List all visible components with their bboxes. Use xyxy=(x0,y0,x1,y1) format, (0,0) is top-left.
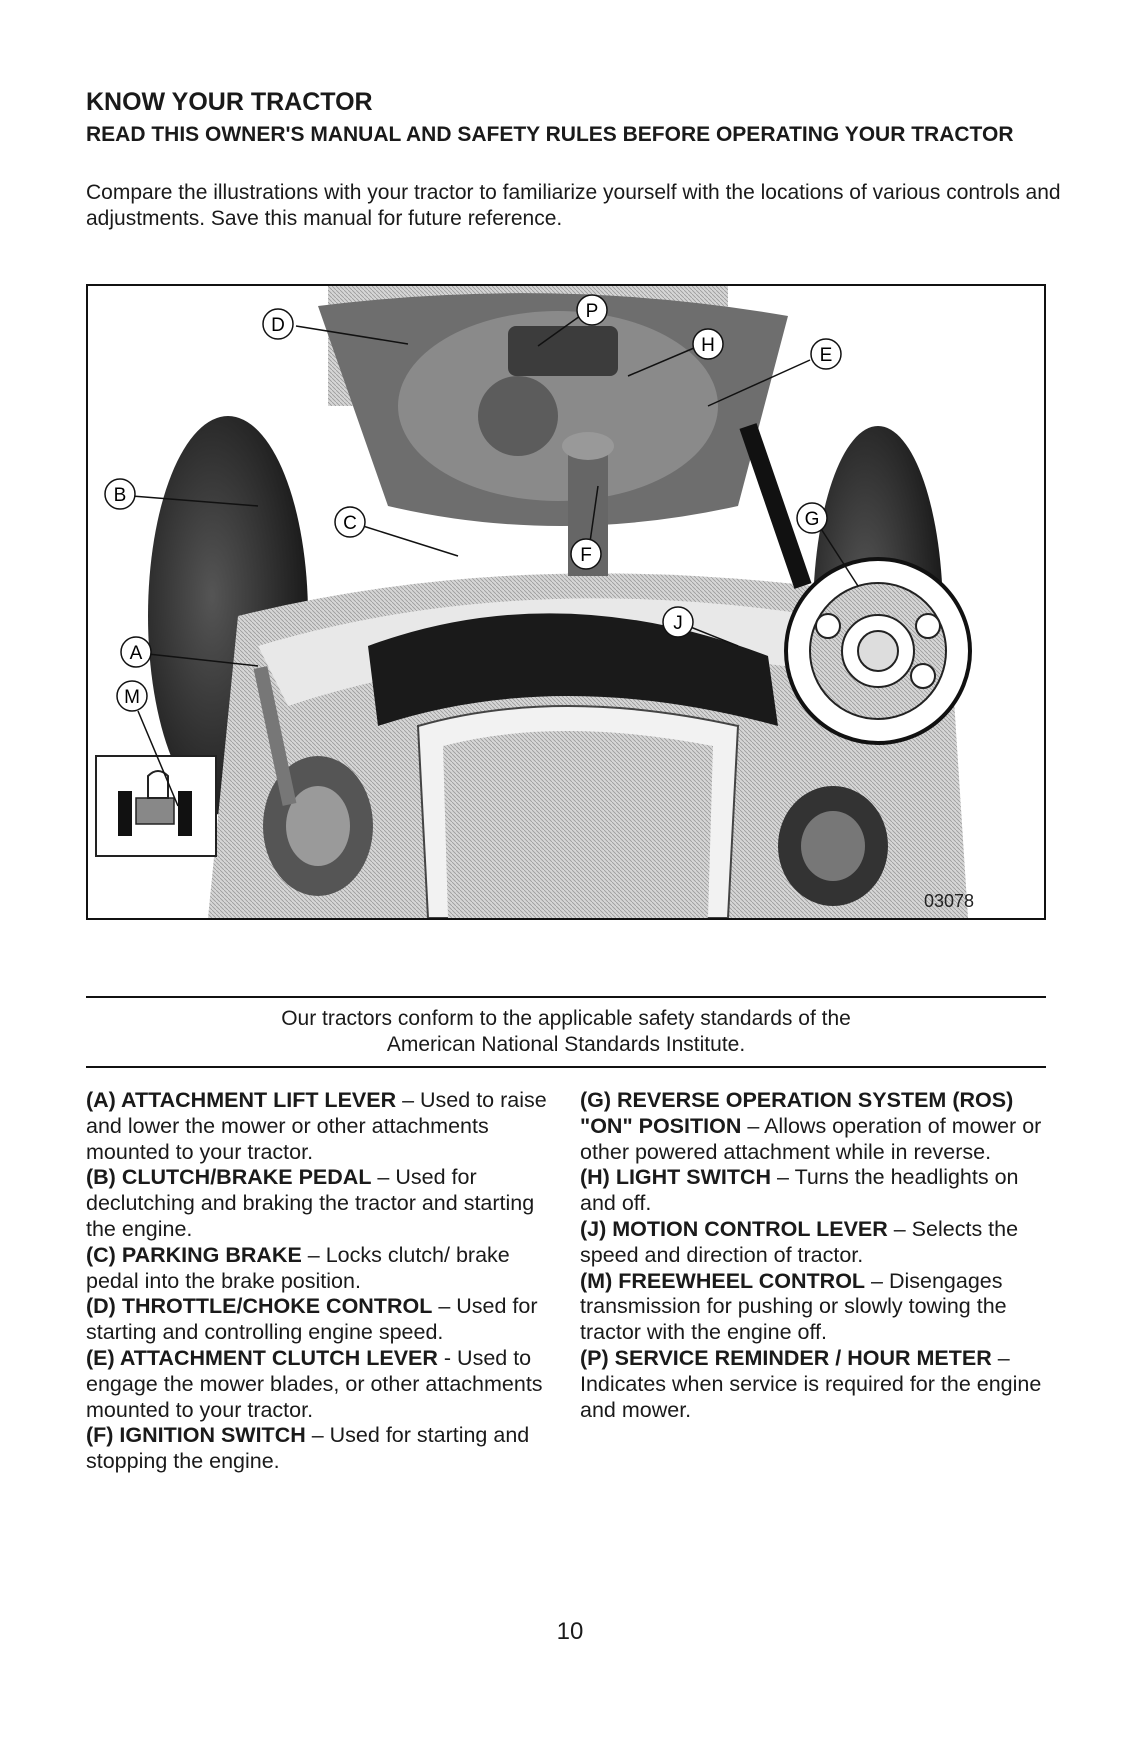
page-number: 10 xyxy=(556,1618,584,1645)
callout-c: C xyxy=(334,506,366,538)
svg-text:D: D xyxy=(271,315,285,336)
control-entry: (G) REVERSE OPERATION SYSTEM (ROS) "ON" … xyxy=(580,1088,1050,1165)
callout-d: D xyxy=(262,308,294,340)
control-desc: – Indicates when service is required for… xyxy=(580,1345,1042,1422)
control-entry: (H) LIGHT SWITCH – Turns the headlights … xyxy=(580,1165,1050,1217)
control-desc: – Selects the speed and direction of tra… xyxy=(580,1216,1019,1267)
svg-text:G: G xyxy=(805,509,820,530)
page-title: KNOW YOUR TRACTOR xyxy=(86,88,373,116)
svg-text:J: J xyxy=(673,613,683,634)
control-entry: (E) ATTACHMENT CLUTCH LEVER - Used to en… xyxy=(86,1346,556,1423)
control-term: (E) ATTACHMENT CLUTCH LEVER xyxy=(86,1345,438,1370)
control-desc: – Used for declutching and braking the t… xyxy=(86,1165,535,1241)
control-term: (B) CLUTCH/BRAKE PEDAL xyxy=(86,1165,372,1190)
tractor-drawing: D P H E B C F G J A M xyxy=(95,286,972,918)
top-divider xyxy=(86,996,1046,998)
control-term: (C) PARKING BRAKE xyxy=(86,1242,302,1267)
bottom-divider xyxy=(86,1066,1046,1068)
standards-note: Our tractors conform to the applicable s… xyxy=(86,1006,1046,1058)
control-entry: (J) MOTION CONTROL LEVER – Selects the s… xyxy=(580,1217,1050,1269)
callout-h: H xyxy=(692,328,724,360)
tractor-illustration: D P H E B C F G J A M 03078 xyxy=(86,284,1046,920)
control-term: (P) SERVICE REMINDER / HOUR METER xyxy=(580,1345,992,1370)
control-desc: – Disengages transmission for pushing or… xyxy=(580,1268,1007,1345)
control-entry: (D) THROTTLE/CHOKE CONTROL – Used for st… xyxy=(86,1294,556,1346)
standards-line-2: American National Standards Institute. xyxy=(386,1033,746,1056)
callout-a: A xyxy=(120,636,152,668)
control-entry: (C) PARKING BRAKE – Locks clutch/ brake … xyxy=(86,1243,556,1295)
standards-line-1: Our tractors conform to the applicable s… xyxy=(281,1007,851,1030)
svg-text:E: E xyxy=(820,345,833,366)
intro-paragraph: Compare the illustrations with your trac… xyxy=(86,181,1061,230)
svg-text:A: A xyxy=(130,643,143,664)
callout-b: B xyxy=(104,478,136,510)
control-entry: (M) FREEWHEEL CONTROL – Disengages trans… xyxy=(580,1269,1050,1346)
svg-text:F: F xyxy=(580,545,592,566)
control-desc: – Used to raise and lower the mower or o… xyxy=(86,1088,547,1164)
control-term: (D) THROTTLE/CHOKE CONTROL xyxy=(86,1294,433,1319)
controls-column-right: (G) REVERSE OPERATION SYSTEM (ROS) "ON" … xyxy=(580,1088,1050,1423)
control-term: (M) FREEWHEEL CONTROL xyxy=(580,1268,866,1293)
control-entry: (P) SERVICE REMINDER / HOUR METER – Indi… xyxy=(580,1346,1050,1423)
control-desc: - Used to engage the mower blades, or ot… xyxy=(86,1345,543,1422)
figure-code: 03078 xyxy=(923,891,974,911)
svg-text:P: P xyxy=(586,301,599,322)
control-entry: (A) ATTACHMENT LIFT LEVER – Used to rais… xyxy=(86,1088,556,1165)
control-term: (G) REVERSE OPERATION SYSTEM (ROS) "ON" … xyxy=(580,1088,1014,1138)
control-desc: – Locks clutch/ brake pedal into the bra… xyxy=(86,1242,510,1293)
svg-text:B: B xyxy=(114,485,127,506)
callout-e: E xyxy=(810,338,842,370)
control-desc: – Used for starting and stopping the eng… xyxy=(86,1423,530,1474)
svg-text:H: H xyxy=(701,335,715,356)
control-term: (H) LIGHT SWITCH xyxy=(580,1165,772,1190)
callout-p: P xyxy=(576,294,608,326)
control-term: (J) MOTION CONTROL LEVER xyxy=(580,1216,888,1241)
control-desc: – Used for starting and controlling engi… xyxy=(86,1294,538,1345)
callout-f: F xyxy=(570,538,602,570)
callout-g: G xyxy=(796,502,828,534)
control-entry: (B) CLUTCH/BRAKE PEDAL – Used for declut… xyxy=(86,1165,556,1242)
callout-m: M xyxy=(116,680,148,712)
controls-column-left: (A) ATTACHMENT LIFT LEVER – Used to rais… xyxy=(86,1088,556,1475)
control-term: (A) ATTACHMENT LIFT LEVER xyxy=(86,1088,397,1112)
control-term: (F) IGNITION SWITCH xyxy=(86,1423,306,1448)
control-entry: (F) IGNITION SWITCH – Used for starting … xyxy=(86,1423,556,1475)
callout-j: J xyxy=(662,606,694,638)
control-desc: – Turns the headlights on and off. xyxy=(580,1165,1019,1216)
control-desc: – Allows operation of mower or other pow… xyxy=(580,1113,1042,1164)
page-subtitle: READ THIS OWNER'S MANUAL AND SAFETY RULE… xyxy=(86,123,1014,146)
svg-text:M: M xyxy=(124,687,140,708)
svg-text:C: C xyxy=(343,513,357,534)
